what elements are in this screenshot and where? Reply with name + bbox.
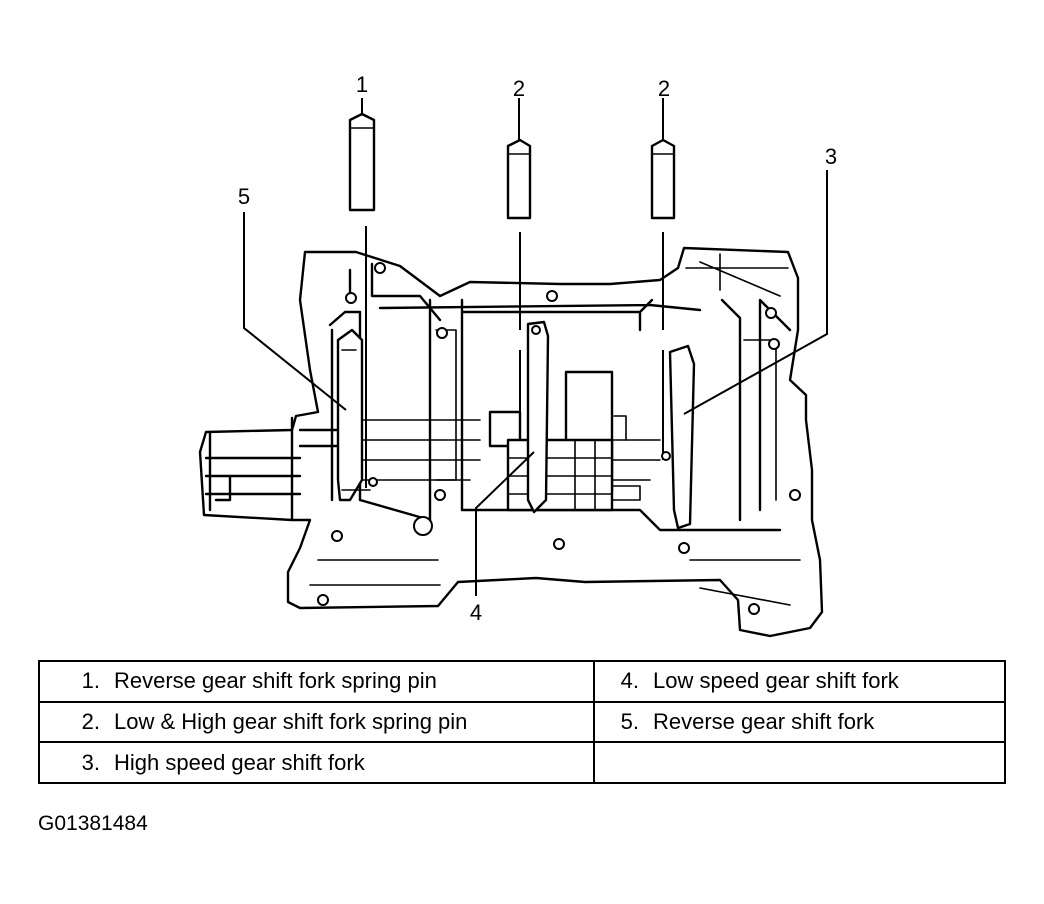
callout-2-left: 2 [513, 76, 525, 101]
legend-number: 5. [620, 708, 639, 734]
reverse-gear-shift-fork [336, 328, 371, 502]
legend-row: 2.Low & High gear shift fork spring pin … [38, 700, 1006, 744]
high-speed-gear-shift-fork [668, 344, 696, 530]
parts-legend-table: 1. Reverse gear shift fork spring pin 4. L… [38, 660, 1006, 784]
legend-row: 3. High speed gear shift fork [38, 741, 1006, 784]
legend-cell: 4. Low speed gear shift fork [593, 660, 1006, 703]
legend-label: Low & High gear shift fork spring pin [114, 708, 468, 734]
callout-5: 5 [238, 184, 250, 209]
legend-number: 2. [81, 708, 100, 734]
legend-label: Reverse gear shift fork spring pin [114, 668, 437, 694]
transfer-case-diagram: 1 2 2 3 5 4 [198, 72, 837, 638]
callout-3: 3 [825, 144, 837, 169]
callout-1: 1 [356, 72, 368, 97]
callout-4: 4 [470, 600, 482, 625]
low-speed-gear-shift-fork [526, 320, 550, 514]
legend-number: 1. [81, 668, 100, 694]
callout-2-right: 2 [658, 76, 670, 101]
legend-cell: 1. Reverse gear shift fork spring pin [38, 660, 595, 703]
legend-number: 3. [81, 749, 100, 775]
legend-number: 4. [620, 668, 639, 694]
reverse-spring-pin [348, 112, 376, 212]
legend-label: High speed gear shift fork [114, 749, 365, 775]
legend-label: Low speed gear shift fork [653, 668, 899, 694]
figure-id: G01381484 [38, 812, 148, 835]
legend-cell: 2. Low & High gear shift fork spring pin [38, 700, 595, 744]
legend-cell-empty [593, 741, 1006, 784]
legend-row: 1. Reverse gear shift fork spring pin 4. L… [38, 660, 1006, 703]
case-housing [198, 246, 824, 638]
legend-label: Reverse gear shift fork [653, 708, 875, 734]
low-high-spring-pin-left [506, 138, 532, 220]
low-high-spring-pin-right [650, 138, 676, 220]
legend-cell: 3. High speed gear shift fork [38, 741, 595, 784]
legend-cell: 5. Reverse gear shift fork [593, 700, 1006, 744]
